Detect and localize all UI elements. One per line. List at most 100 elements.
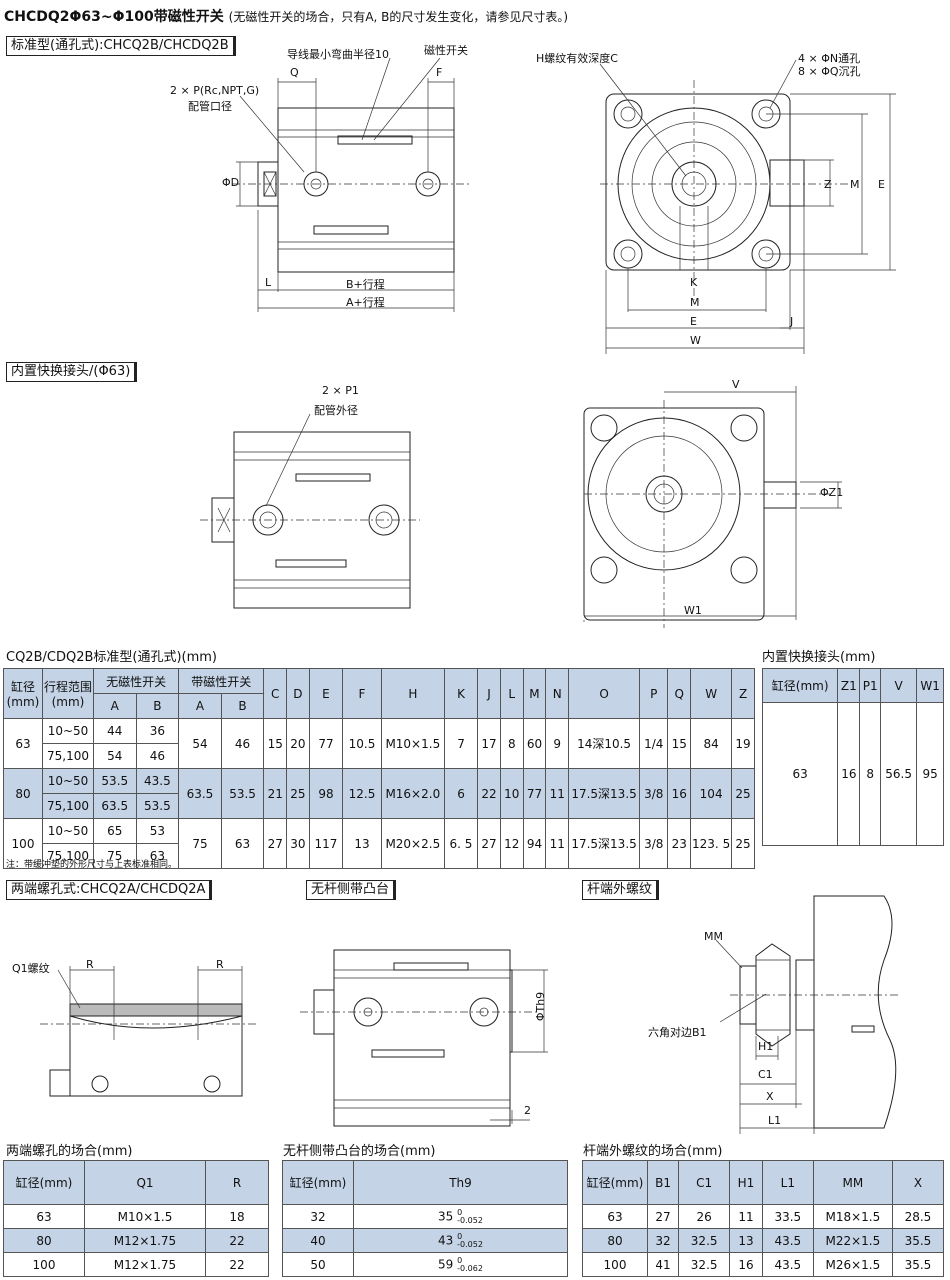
main-table-caption: CQ2B/CDQ2B标准型(通孔式)(mm) xyxy=(6,650,218,665)
table-cell: 43.5 xyxy=(761,1252,814,1277)
table-cell: 100 xyxy=(3,1252,85,1277)
table-cell: 11 xyxy=(729,1204,763,1229)
table-cell: 32.5 xyxy=(678,1252,731,1277)
table-cell: -0.052 xyxy=(457,1239,483,1249)
callout-p1: 2 × P1 xyxy=(322,384,359,397)
table-cell: 60 xyxy=(522,718,547,769)
table-cell: 21 xyxy=(263,768,288,819)
rod-table-caption: 杆端外螺纹的场合(mm) xyxy=(583,1144,723,1159)
dim-m-vertical: M xyxy=(850,178,860,191)
quick-header: P1 xyxy=(859,668,882,703)
table-cell: 63 xyxy=(582,1204,648,1229)
dim-w: W xyxy=(690,334,701,347)
dim-r-right: R xyxy=(216,958,224,971)
table-cell: 46 xyxy=(220,718,265,769)
header-sub: A xyxy=(178,693,222,719)
tolerance: 0-0.052 xyxy=(457,1208,483,1225)
table-cell: 53.5 xyxy=(220,768,265,819)
table-cell: 0 xyxy=(457,1255,463,1265)
table-cell: 10~50 xyxy=(42,818,94,844)
table-cell: M22×1.5 xyxy=(812,1228,893,1253)
table-cell: 77 xyxy=(308,718,344,769)
dim-f: F xyxy=(436,66,443,79)
dim-two: 2 xyxy=(524,1104,531,1117)
header-col: O xyxy=(568,668,641,719)
table-cell: 17 xyxy=(477,718,501,769)
table-cell: 32 xyxy=(282,1204,354,1229)
section-label-quick: 内置快换接头/(Φ63) xyxy=(6,362,138,382)
rod-header: C1 xyxy=(678,1160,731,1205)
table-cell: M26×1.5 xyxy=(812,1252,893,1277)
header-col: J xyxy=(477,668,501,719)
table-cell: 75 xyxy=(93,843,137,869)
dim-l1: L1 xyxy=(768,1114,782,1127)
table-cell: 94 xyxy=(522,818,547,869)
rod-end xyxy=(257,161,279,207)
table-cell: M18×1.5 xyxy=(812,1204,893,1229)
table-cell: 32 xyxy=(646,1228,680,1253)
dim-k: K xyxy=(690,276,698,289)
table-cell: 15 xyxy=(263,718,288,769)
table-cell: 80 xyxy=(582,1228,648,1253)
table-cell: 28.5 xyxy=(891,1204,945,1229)
header-col: H xyxy=(380,668,445,719)
table-cell: 35.5 xyxy=(891,1252,945,1277)
table-cell: 63 xyxy=(220,818,265,869)
table-cell: 53.5 xyxy=(93,768,137,794)
dim-b-stroke: B+行程 xyxy=(346,278,385,291)
table-cell: 11 xyxy=(545,768,570,819)
boss-header: 缸径(mm) xyxy=(282,1160,354,1205)
table-cell: 63 xyxy=(135,843,180,869)
table-cell: 22 xyxy=(477,768,501,819)
dim-e-horizontal: E xyxy=(690,315,697,328)
header-no-switch: 无磁性开关 xyxy=(92,668,180,694)
table-cell: 65 xyxy=(93,818,137,844)
table-cell: 35 xyxy=(438,1209,454,1223)
table-cell: -0.062 xyxy=(457,1263,483,1273)
dim-x: X xyxy=(766,1090,774,1103)
table-cell: M12×1.75 xyxy=(84,1228,206,1253)
boss-table-caption: 无杆侧带凸台的场合(mm) xyxy=(283,1144,436,1159)
dim-q: Q xyxy=(290,66,299,79)
quick-header: Z1 xyxy=(837,668,861,703)
table-cell: 16 xyxy=(667,768,692,819)
tapped-header: R xyxy=(205,1160,269,1205)
table-cell: 35.5 xyxy=(891,1228,945,1253)
dim-e-vertical: E xyxy=(878,178,885,191)
section-label-tapped: 两端螺孔式:CHCQ2A/CHCDQ2A xyxy=(6,880,213,900)
table-cell: 10~50 xyxy=(42,768,94,794)
standard-side-view-drawing xyxy=(232,57,896,354)
dim-z: Z xyxy=(824,178,832,191)
tolerance-cell: 35 0-0.052 xyxy=(353,1204,568,1229)
table-cell: 6 xyxy=(443,768,479,819)
callout-q-holes: 8 × ΦQ沉孔 xyxy=(798,65,861,78)
table-cell: 77 xyxy=(522,768,547,819)
header-col: P xyxy=(639,668,669,719)
table-cell: M12×1.75 xyxy=(84,1252,206,1277)
main-dimension-table: 缸径(mm) 行程范围(mm) 无磁性开关 带磁性开关 C D E F H K … xyxy=(3,668,755,869)
table-cell: M10×1.5 xyxy=(380,718,445,769)
rod-header: B1 xyxy=(646,1160,680,1205)
table-cell: 14深10.5 xyxy=(568,718,641,769)
tolerance: 0-0.052 xyxy=(457,1232,483,1249)
table-cell: 32.5 xyxy=(678,1228,731,1253)
boss-header: Th9 xyxy=(353,1160,568,1205)
dim-m-horizontal: M xyxy=(690,296,700,309)
quick-cell: 95 xyxy=(916,702,944,846)
table-cell: 10.5 xyxy=(342,718,382,769)
dim-h1: H1 xyxy=(758,1040,774,1053)
table-cell: 53 xyxy=(135,818,180,844)
dim-c1: C1 xyxy=(758,1068,773,1081)
header-col: E xyxy=(308,668,344,719)
table-cell: 80 xyxy=(3,1228,85,1253)
quick-dimension-table: 缸径(mm) Z1 P1 V W1 63 16 8 56.5 95 xyxy=(761,668,944,846)
table-cell: 50 xyxy=(282,1252,354,1277)
table-cell: 19 xyxy=(731,718,755,769)
